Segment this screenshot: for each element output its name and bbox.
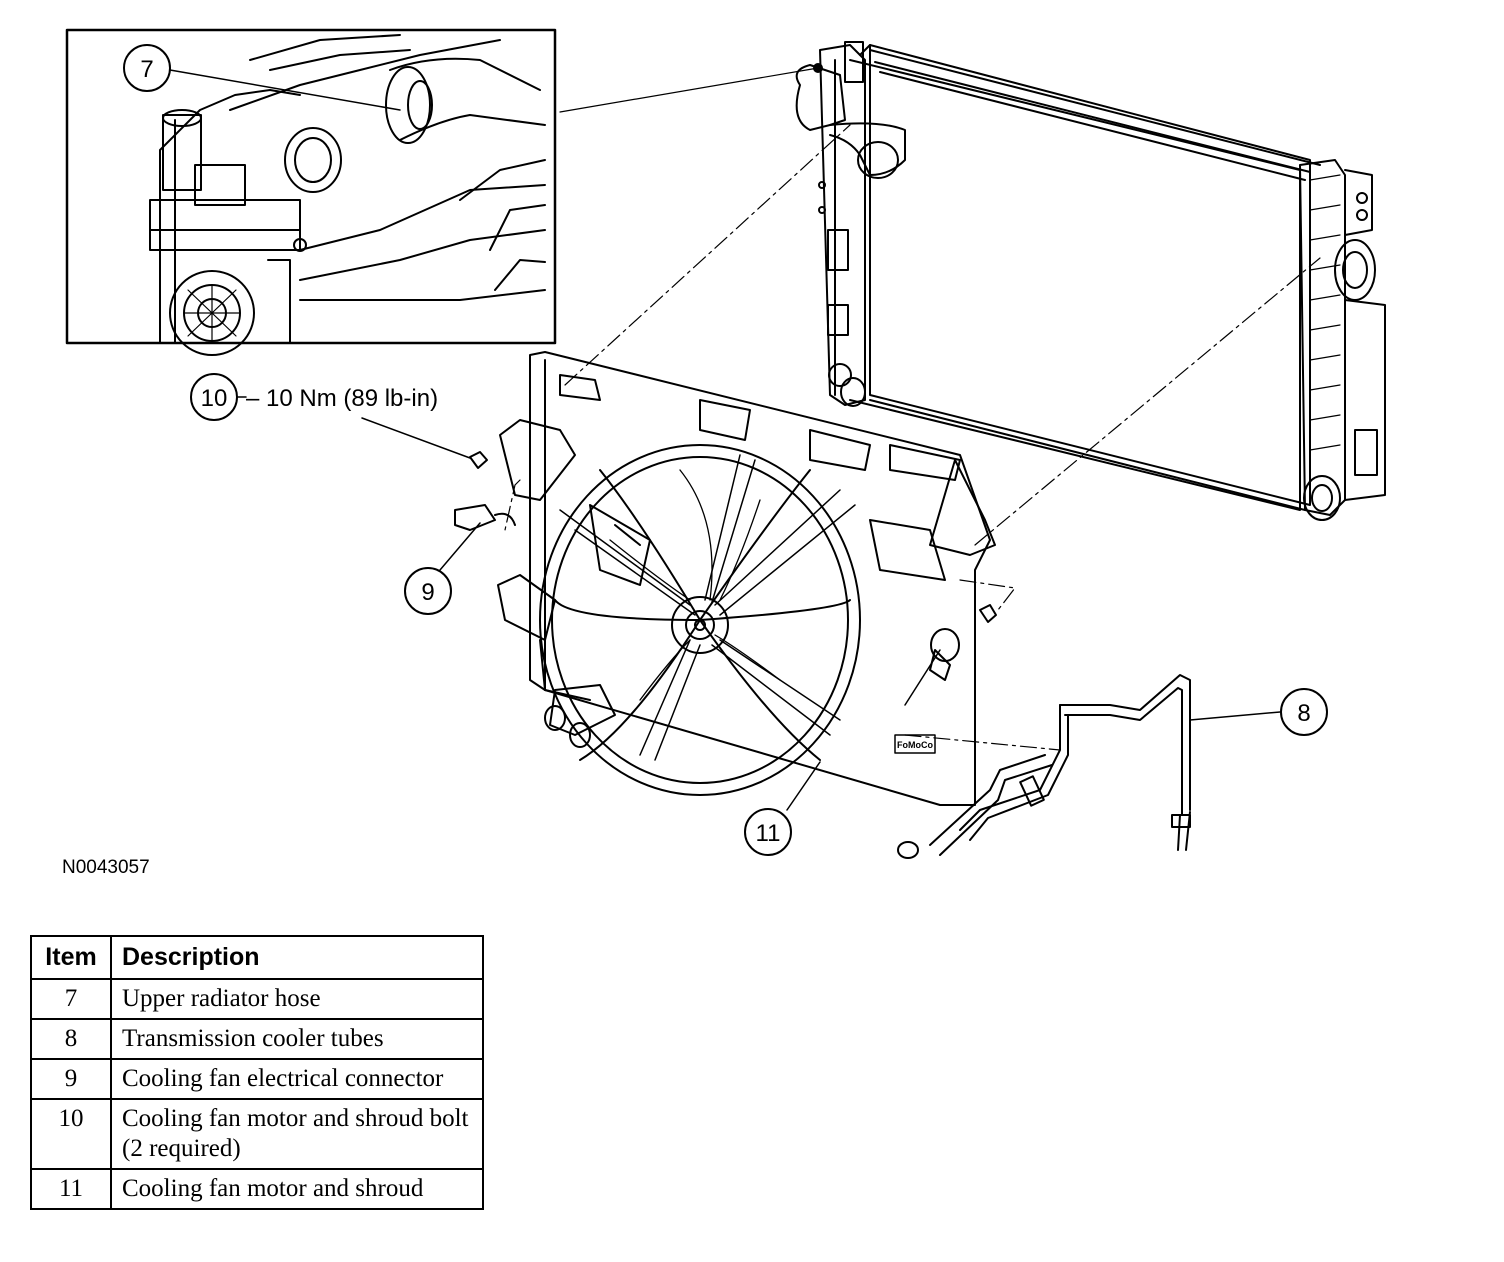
- legend-item-description: Upper radiator hose: [110, 978, 484, 1020]
- callout-leaders: [361, 417, 1281, 811]
- legend-row: 10 Cooling fan motor and shroud bolt (2 …: [30, 1098, 484, 1170]
- fan-electrical-connector: [454, 504, 516, 531]
- inset-detail-view: [65, 28, 819, 356]
- callout-label-11: 11: [756, 820, 781, 847]
- callout-label-9: 9: [421, 579, 434, 606]
- legend-item-number: 11: [30, 1168, 112, 1210]
- legend-row: 11 Cooling fan motor and shroud: [30, 1168, 484, 1210]
- legend-header-item: Item: [30, 935, 112, 980]
- figure-id: N0043057: [62, 857, 150, 878]
- assembly-alignment-lines: [504, 124, 1321, 751]
- cooling-system-exploded-diagram: 7 10 – 10 Nm (89 lb-in) 9 8 11 FoMoCo: [65, 28, 1386, 859]
- legend-item-number: 7: [30, 978, 112, 1020]
- callout-circle-8: [1280, 688, 1328, 736]
- legend-header-row: Item Description: [30, 935, 484, 980]
- callout-circle-9: [404, 567, 452, 615]
- fan-shroud: [497, 351, 996, 806]
- legend-item-description: Cooling fan electrical connector: [110, 1058, 484, 1100]
- legend-row: 7 Upper radiator hose: [30, 978, 484, 1020]
- legend-item-description: Cooling fan motor and shroud bolt (2 req…: [110, 1098, 484, 1170]
- callout-label-7: 7: [140, 56, 153, 83]
- parts-legend-table: Item Description 7 Upper radiator hose 8…: [30, 935, 484, 1210]
- transmission-cooler-tubes: [897, 674, 1191, 859]
- legend-item-number: 8: [30, 1018, 112, 1060]
- radiator: [795, 41, 1386, 521]
- legend-row: 9 Cooling fan electrical connector: [30, 1058, 484, 1100]
- fan-shroud-bolts: [469, 451, 997, 623]
- legend-header-description: Description: [110, 935, 484, 980]
- callout-label-10-torque: – 10 Nm (89 lb-in): [246, 385, 438, 412]
- legend-item-description: Cooling fan motor and shroud: [110, 1168, 484, 1210]
- callout-label-8: 8: [1297, 700, 1310, 727]
- legend-item-number: 9: [30, 1058, 112, 1100]
- legend-row: 8 Transmission cooler tubes: [30, 1018, 484, 1060]
- callout-circle-11: [744, 808, 792, 856]
- callout-circle-7: [123, 44, 171, 92]
- legend-item-description: Transmission cooler tubes: [110, 1018, 484, 1060]
- shroud-logo: FoMoCo: [897, 740, 933, 750]
- callout-label-10: 10: [201, 385, 228, 412]
- legend-item-number: 10: [30, 1098, 112, 1170]
